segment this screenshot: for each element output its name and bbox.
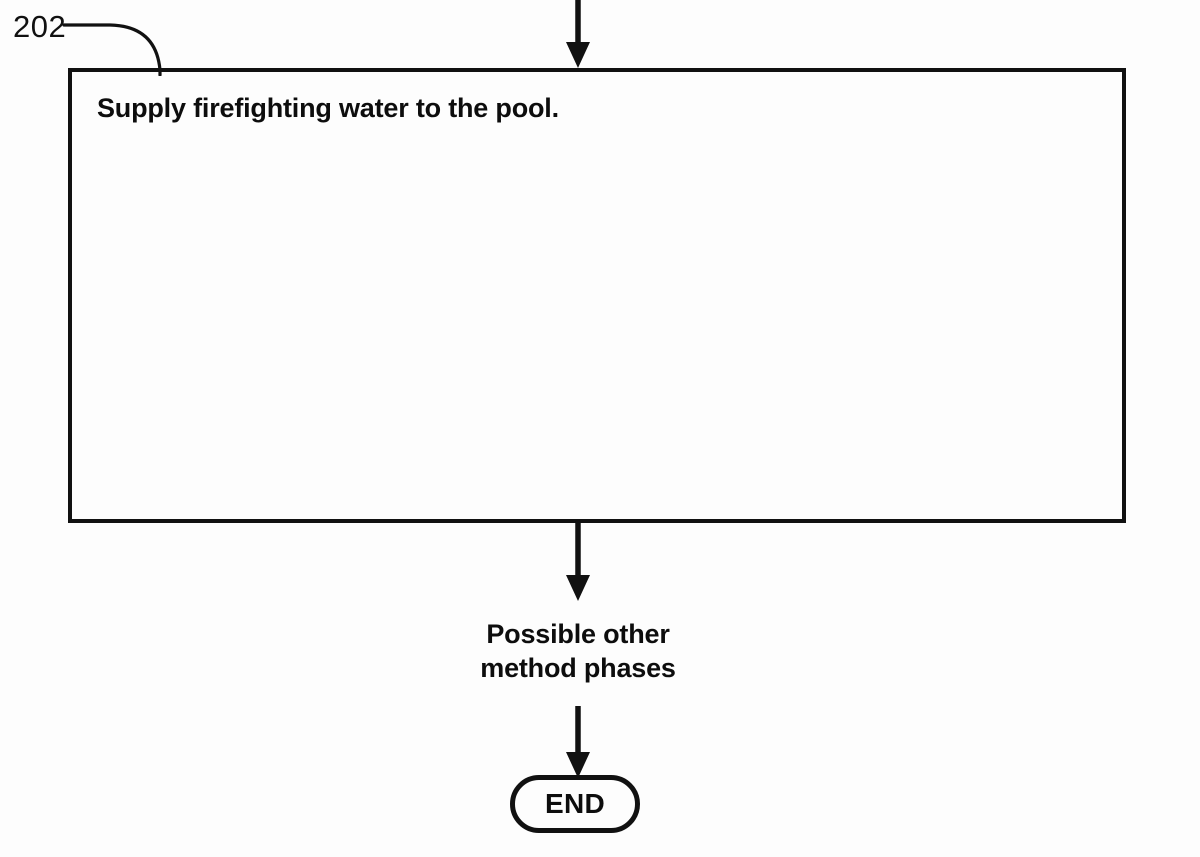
process-box-supply-firefighting-water: Supply firefighting water to the pool.	[68, 68, 1126, 523]
end-terminator: END	[510, 775, 640, 833]
process-box-label: Supply firefighting water to the pool.	[97, 93, 559, 123]
arrow-down-icon-to-end-terminator	[566, 706, 590, 778]
reference-numeral-202: 202	[13, 9, 67, 44]
other-method-phases-annotation: Possible other method phases	[378, 617, 778, 686]
leader-line-icon	[62, 23, 162, 76]
other-method-phases-line-1: Possible other	[486, 619, 670, 649]
arrow-down-icon-into-process-box	[566, 0, 590, 68]
other-method-phases-line-2: method phases	[480, 653, 676, 684]
arrow-down-icon-to-other-phases	[566, 521, 590, 601]
end-terminator-label: END	[544, 788, 606, 819]
